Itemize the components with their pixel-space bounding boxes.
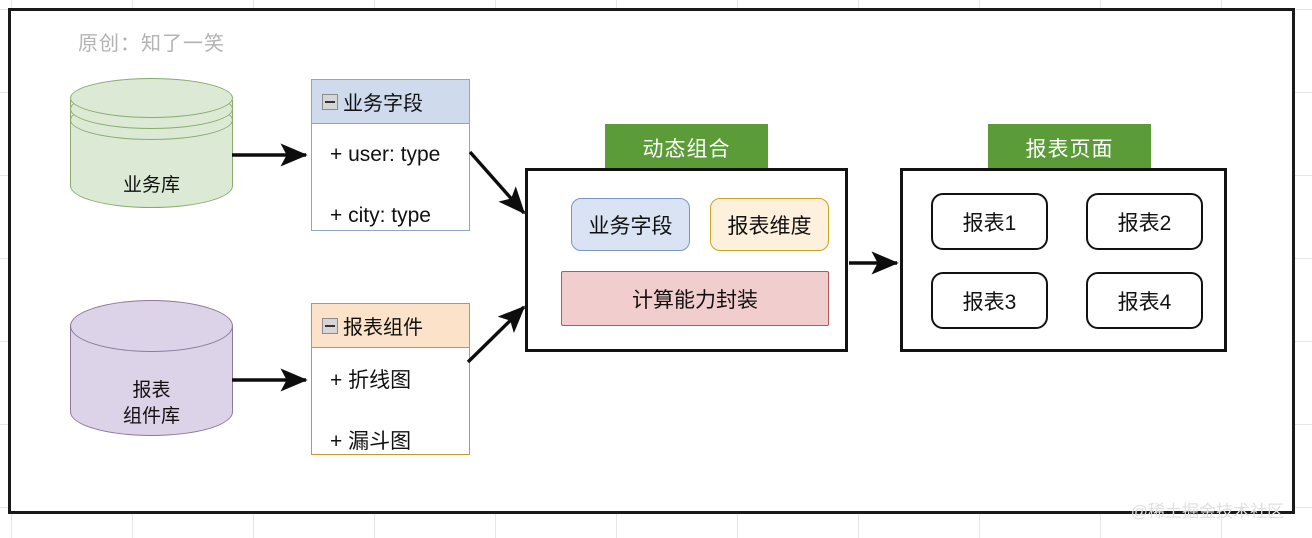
chip-compute-capability[interactable]: 计算能力封装 <box>561 271 829 326</box>
report-component-row-funnel-chart: + 漏斗图 <box>330 429 412 453</box>
minus-square-icon[interactable] <box>322 317 338 334</box>
report-panel[interactable]: 报表1 报表2 报表3 报表4 <box>900 168 1227 352</box>
credit-note: 原创：知了一笑 <box>78 33 225 55</box>
business-field-row-city: + city: type <box>330 203 431 227</box>
chip-report-dimension[interactable]: 报表维度 <box>710 198 829 251</box>
business-field-class-box[interactable]: 业务字段 + user: type + city: type <box>311 79 470 231</box>
report-2-card[interactable]: 报表2 <box>1086 193 1203 250</box>
report-component-db-label: 报表 组件库 <box>122 380 180 427</box>
report-component-class-box[interactable]: 报表组件 + 折线图 + 漏斗图 <box>311 303 470 455</box>
report-component-class-header: 报表组件 <box>312 304 469 348</box>
business-db-label: 业务库 <box>122 175 180 196</box>
composition-panel[interactable]: 业务字段 报表维度 计算能力封装 <box>525 168 848 352</box>
composition-panel-tab: 动态组合 <box>605 124 768 171</box>
report-1-card[interactable]: 报表1 <box>931 193 1048 250</box>
report-component-class-title: 报表组件 <box>343 317 423 339</box>
report-4-card[interactable]: 报表4 <box>1086 272 1203 329</box>
report-3-card[interactable]: 报表3 <box>931 272 1048 329</box>
business-field-class-header: 业务字段 <box>312 80 469 124</box>
business-field-class-title: 业务字段 <box>343 93 423 115</box>
business-field-row-user: + user: type <box>330 142 441 166</box>
minus-square-icon[interactable] <box>322 93 338 110</box>
chip-business-field[interactable]: 业务字段 <box>571 198 690 251</box>
business-db-disk-1 <box>70 78 233 118</box>
report-component-db-disk-1 <box>70 300 233 352</box>
report-component-db-cylinder[interactable]: 报表 组件库 <box>70 300 233 452</box>
community-watermark: @稀土掘金技术社区 <box>1130 502 1284 521</box>
report-component-row-line-chart: + 折线图 <box>330 368 412 392</box>
report-panel-tab: 报表页面 <box>988 124 1151 171</box>
business-db-cylinder[interactable]: 业务库 <box>70 78 233 218</box>
